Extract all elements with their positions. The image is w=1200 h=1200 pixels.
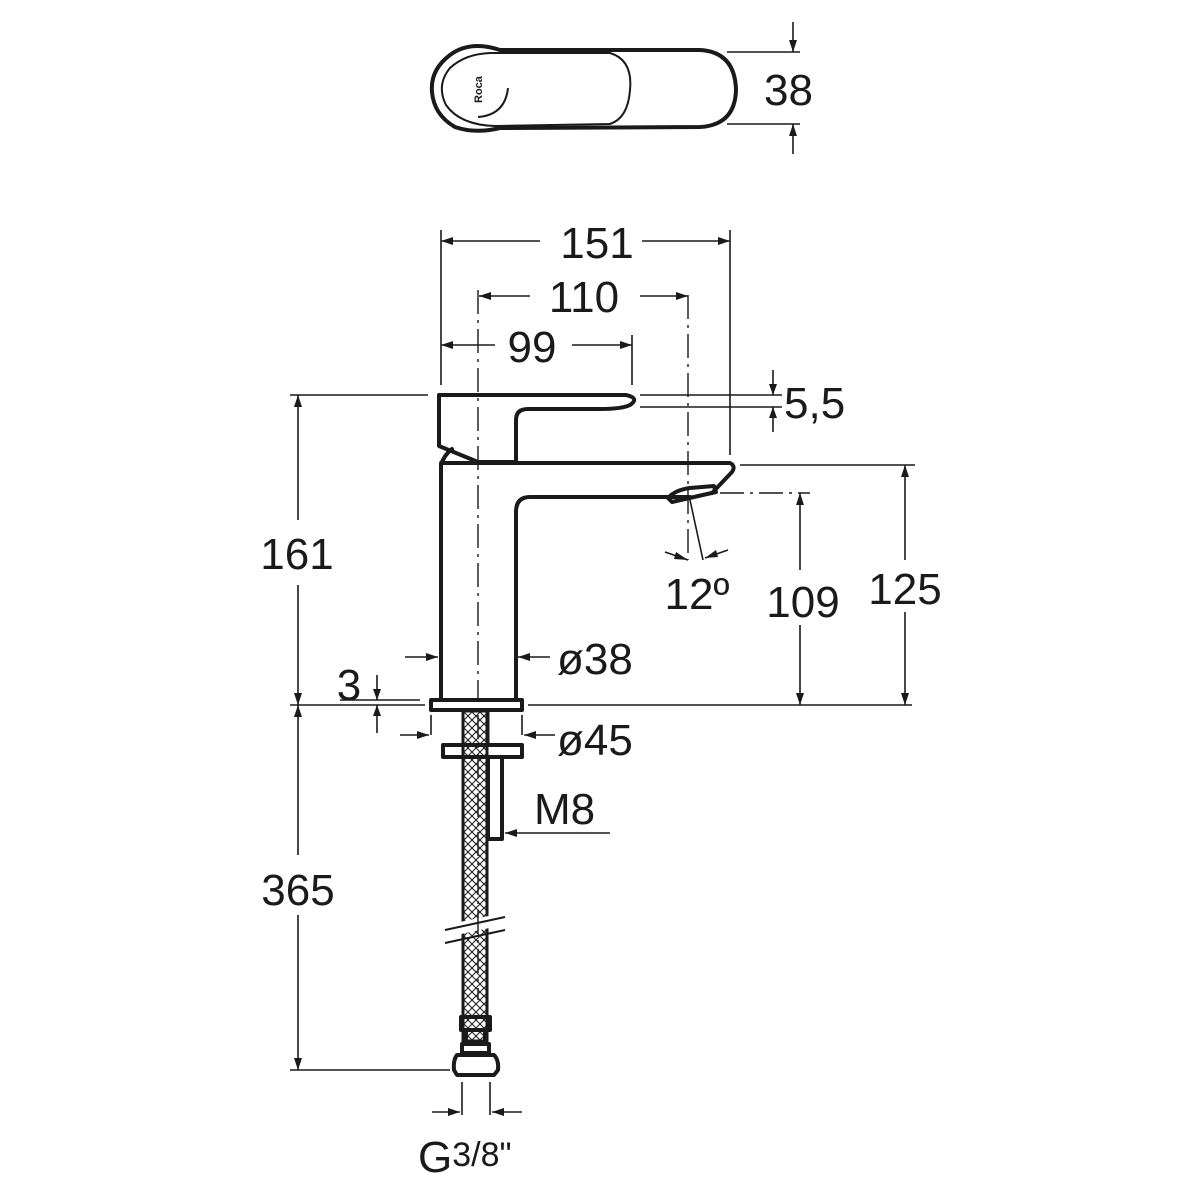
m8-stud	[486, 755, 504, 841]
dim-diameter-38: ø38	[557, 635, 633, 684]
body-spout	[439, 447, 736, 702]
dim-diameter-45: ø45	[557, 716, 633, 765]
dim-99: 99	[508, 323, 557, 372]
top-view: Roca 38	[429, 22, 813, 154]
handle	[437, 393, 637, 464]
dim-g-thread: G3/8"	[418, 1133, 512, 1182]
dim-365: 365	[261, 866, 334, 915]
roca-logo: Roca	[473, 75, 485, 103]
dim-109: 109	[766, 578, 839, 627]
logo-swoosh-icon	[477, 87, 509, 118]
dim-110: 110	[549, 273, 619, 322]
dim-151: 151	[560, 219, 633, 268]
supply-hose	[461, 709, 489, 1043]
side-view	[429, 393, 736, 1077]
dim-m8: M8	[534, 785, 595, 834]
dim-38: 38	[764, 66, 813, 115]
dim-161: 161	[260, 530, 333, 579]
connection-nut	[451, 1053, 501, 1077]
top-view-lever	[440, 52, 632, 128]
top-view-outline	[429, 44, 738, 133]
dim-12-degrees: 12º	[664, 570, 729, 619]
dim-125: 125	[868, 565, 941, 614]
aerator	[666, 484, 718, 504]
base-flange	[429, 698, 524, 712]
dim-5-5: 5,5	[784, 379, 845, 428]
dim-3: 3	[337, 661, 361, 710]
dimensions: 151 110 99 5,5 161 125 109 12º ø38 3 ø45…	[260, 219, 941, 1182]
fixing-plate	[441, 743, 524, 759]
